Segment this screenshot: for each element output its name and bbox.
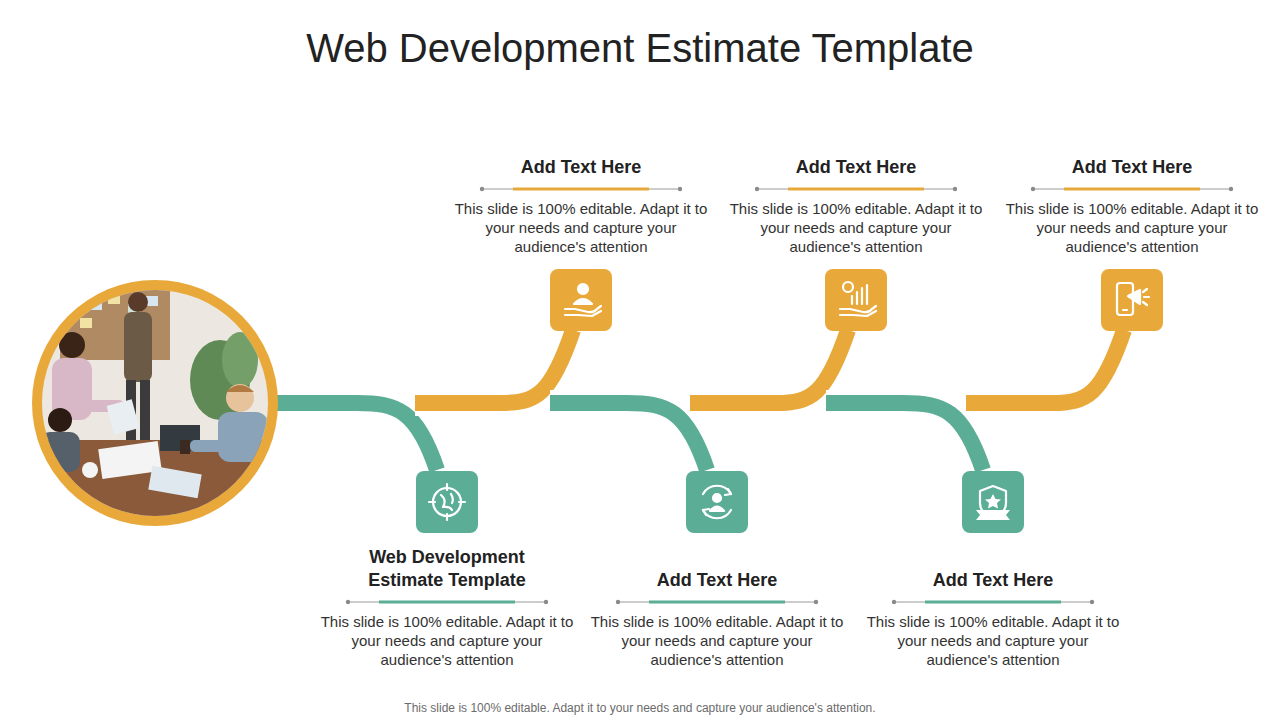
step-heading-box: Add Text Here [1002, 133, 1262, 179]
heading-rule-art [1030, 185, 1234, 193]
heading-rule-art [615, 598, 819, 606]
step-heading: Add Text Here [746, 156, 966, 179]
step-body: This slide is 100% editable. Adapt it to… [1004, 199, 1260, 256]
step-body: This slide is 100% editable. Adapt it to… [865, 612, 1121, 669]
step-heading-box: Add Text Here [863, 546, 1123, 592]
step-item: Add Text HereThis slide is 100% editable… [726, 133, 986, 258]
icon-glyphs [429, 282, 1149, 520]
step-heading: Web Development Estimate Template [337, 546, 557, 592]
heading-rule [345, 592, 549, 600]
step-heading-box: Web Development Estimate Template [317, 546, 577, 592]
step-body: This slide is 100% editable. Adapt it to… [319, 612, 575, 669]
step-item: Add Text HereThis slide is 100% editable… [1002, 133, 1262, 258]
heading-rule [615, 592, 819, 600]
heading-rule-art [891, 598, 1095, 606]
slide-caption: This slide is 100% editable. Adapt it to… [0, 700, 1280, 716]
step-item: Web Development Estimate TemplateThis sl… [317, 546, 577, 671]
step-heading: Add Text Here [1022, 156, 1242, 179]
step-heading-box: Add Text Here [726, 133, 986, 179]
heading-rule [479, 179, 683, 187]
step-heading-box: Add Text Here [451, 133, 711, 179]
wave-track [270, 330, 1124, 470]
step-item: Add Text HereThis slide is 100% editable… [863, 546, 1123, 671]
step-body: This slide is 100% editable. Adapt it to… [453, 199, 709, 256]
heading-rule [1030, 179, 1234, 187]
heading-rule [891, 592, 1095, 600]
step-item: Add Text HereThis slide is 100% editable… [587, 546, 847, 671]
step-body: This slide is 100% editable. Adapt it to… [589, 612, 845, 669]
step-heading-box: Add Text Here [587, 546, 847, 592]
heading-rule-art [754, 185, 958, 193]
heading-rule-art [345, 598, 549, 606]
step-body: This slide is 100% editable. Adapt it to… [728, 199, 984, 256]
step-item: Add Text HereThis slide is 100% editable… [451, 133, 711, 258]
step-heading: Add Text Here [883, 569, 1103, 592]
step-heading: Add Text Here [471, 156, 691, 179]
icon-tiles [416, 269, 1163, 533]
team-photo [30, 280, 280, 540]
heading-rule-art [479, 185, 683, 193]
slide-title: Web Development Estimate Template [0, 22, 1280, 74]
heading-rule [754, 179, 958, 187]
step-heading: Add Text Here [607, 569, 827, 592]
